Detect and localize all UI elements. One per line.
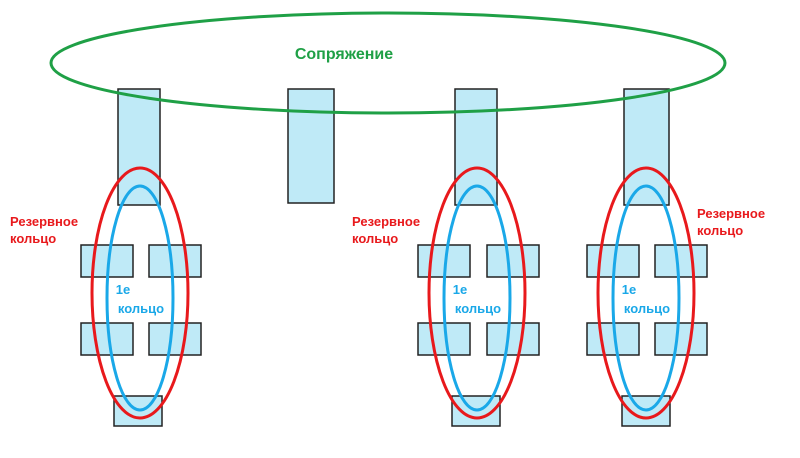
ring-node [417,322,471,356]
ring-group-2 [417,88,540,427]
ring-node [486,244,540,278]
backup-ring-label-line2: кольцо [697,223,743,238]
standalone-node [287,88,335,204]
uplink-node [623,88,670,206]
backup-ring-label-line1: Резервное [697,206,765,221]
interface-ring-label: Сопряжение [295,46,393,63]
ring-node [654,244,708,278]
primary-ring [611,184,681,412]
ring-node [148,322,202,356]
uplink-node [117,88,161,206]
primary-ring-label-line1: 1е [453,282,467,297]
primary-ring-label-line2: кольцо [455,301,501,316]
primary-ring-label-line1: 1е [116,282,130,297]
primary-ring-label-line1: 1е [622,282,636,297]
ring-node [148,244,202,278]
backup-ring-label-line1: Резервное [352,214,420,229]
ring-node [654,322,708,356]
ring-group-3 [586,88,708,427]
backup-ring-label-line1: Резервное [10,214,78,229]
ring-node [586,322,640,356]
primary-ring-label-line2: кольцо [118,301,164,316]
uplink-node [454,88,498,206]
interface-ring [49,11,727,115]
backup-ring-label-line2: кольцо [10,231,56,246]
backup-ring-label-line2: кольцо [352,231,398,246]
backup-ring [596,166,696,420]
ring-group-1 [80,88,202,427]
backup-ring [90,166,190,420]
primary-ring [442,184,512,412]
primary-ring [105,184,175,412]
ring-node [486,322,540,356]
primary-ring-label-line2: кольцо [624,301,670,316]
backup-ring [427,166,527,420]
